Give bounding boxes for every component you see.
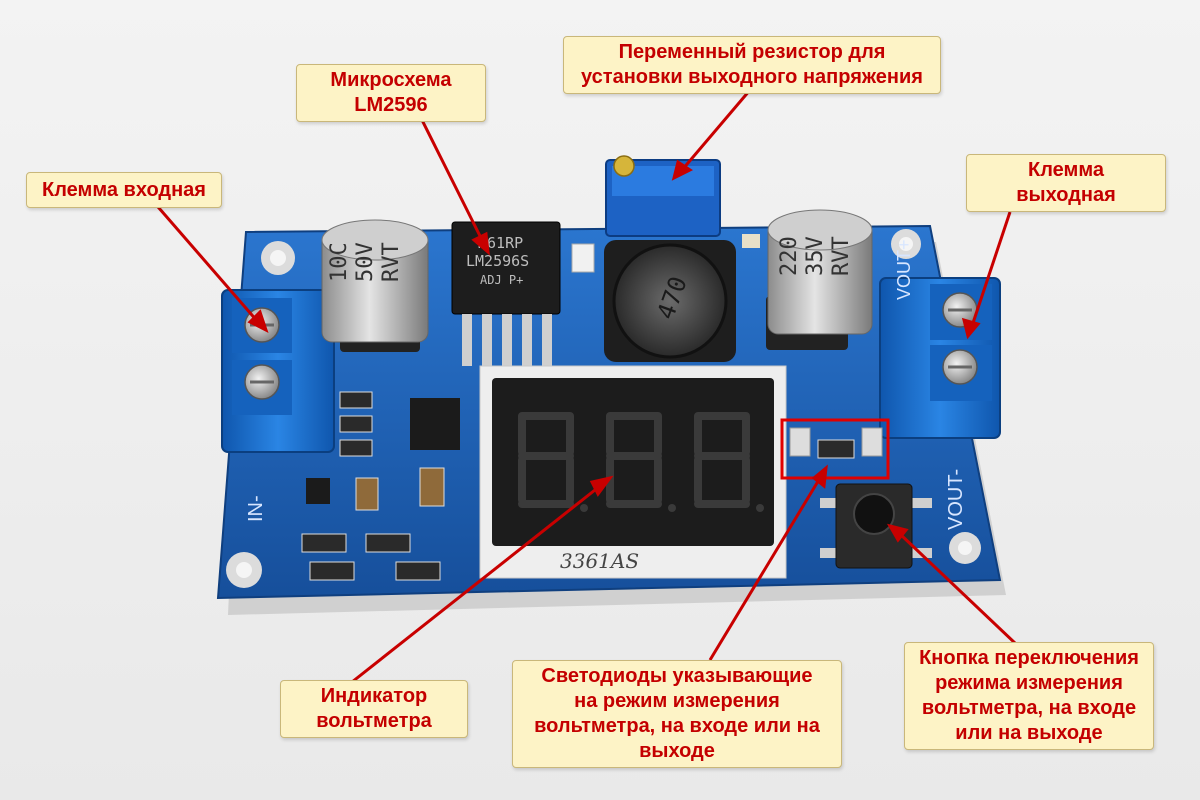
silk-vout-minus: VOUT- (945, 469, 967, 530)
cap-left-label-3: RVT (379, 242, 404, 282)
cap-left-label-1: 10C (327, 242, 352, 282)
input-capacitor: 10C 50V RVT (321, 219, 429, 352)
pointer-arrows (150, 89, 1018, 684)
trimmer-potentiometer (605, 155, 721, 237)
callout-lm2596-chip: Микросхема LM2596 (296, 64, 486, 122)
chip-marking-2: LM2596S (466, 252, 529, 270)
callout-voltmeter-indicator: Индикатор вольтметра (280, 680, 468, 738)
voltmeter-display: 3361AS (479, 365, 787, 579)
mounting-holes (226, 229, 981, 588)
lm2596-chip: M61RP LM2596S ADJ P+ (451, 221, 561, 366)
silk-vin: IN- (245, 495, 267, 522)
callout-output-terminal: Клемма выходная (966, 154, 1166, 212)
callout-input-terminal: Клемма входная (26, 172, 222, 208)
cap-left-label-2: 50V (353, 242, 378, 282)
chip-marking-1: M61RP (478, 234, 523, 252)
callout-trimmer-resistor: Переменный резистор для установки выходн… (563, 36, 941, 94)
output-capacitor: 220 35V RVT (766, 209, 873, 350)
smd-components (301, 234, 760, 581)
seven-segment-digits (518, 412, 750, 508)
input-terminal-block (221, 289, 335, 453)
cap-right-label-2: 35V (803, 236, 828, 276)
callout-mode-leds: Светодиоды указывающие на режим измерени… (512, 660, 842, 768)
trimmer-screw (613, 155, 635, 177)
cap-right-label-3: RVT (829, 236, 854, 276)
output-terminal-block (879, 277, 1001, 439)
cap-right-label-1: 220 (777, 236, 802, 276)
inductor: 470 (604, 240, 736, 362)
silk-vout-plus: VOUT+ (894, 239, 914, 300)
chip-marking-3: ADJ P+ (480, 273, 523, 287)
callout-mode-button: Кнопка переключения режима измерения вол… (904, 642, 1154, 750)
mode-leds (780, 418, 890, 480)
mode-button (820, 483, 932, 569)
leds-highlight-frame (780, 418, 890, 480)
display-part-number: 3361AS (560, 549, 639, 573)
